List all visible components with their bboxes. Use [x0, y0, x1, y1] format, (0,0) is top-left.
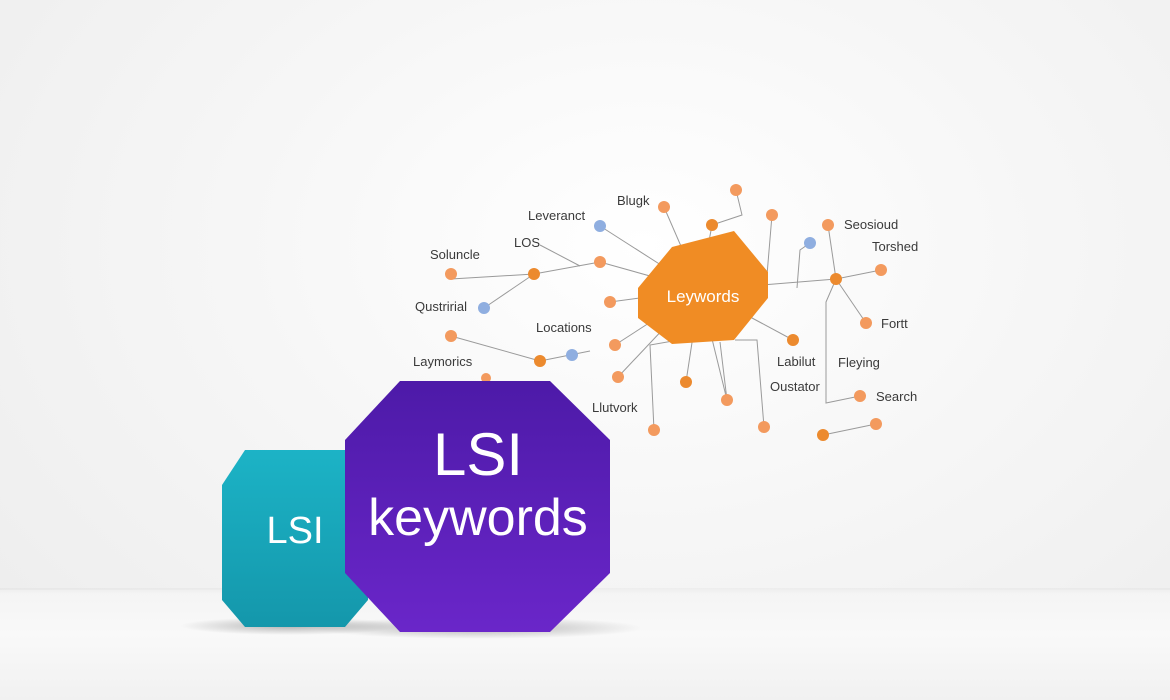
edge — [735, 339, 765, 428]
hub-shape — [638, 231, 768, 344]
network-node — [612, 371, 624, 383]
lsi-side-block: LSI — [222, 450, 368, 627]
network-node — [481, 373, 491, 383]
network-label: Labilut — [777, 354, 816, 369]
network-label: Torshed — [872, 239, 918, 254]
edge — [835, 278, 867, 324]
network-node — [854, 390, 866, 402]
network-node — [830, 273, 842, 285]
network-label: Seosioud — [844, 217, 898, 232]
floor — [0, 590, 1170, 700]
lsi-keywords-block: LSI keywords — [345, 381, 610, 632]
network-labels: Blugk Leveranct LOS Soluncle Qustririal … — [413, 193, 918, 415]
network-node — [817, 429, 829, 441]
teal-block-shape — [222, 450, 368, 627]
network-label: Llutvork — [592, 400, 638, 415]
network-node — [478, 302, 490, 314]
edge — [450, 335, 541, 362]
network-label: Leveranct — [528, 208, 585, 223]
network-node — [445, 268, 457, 280]
edge — [539, 350, 591, 362]
network-label: Fleying — [838, 355, 880, 370]
network-node — [680, 376, 692, 388]
edge — [825, 278, 861, 404]
edge — [450, 273, 535, 280]
network-label: Oustator — [770, 379, 821, 394]
keywords-hub: Leywords — [638, 231, 768, 344]
network-label: Qustririal — [415, 299, 467, 314]
network-label: Fortt — [881, 316, 908, 331]
network-node — [804, 237, 816, 249]
network-node — [534, 355, 546, 367]
network-node — [787, 334, 799, 346]
edge — [719, 341, 728, 401]
network-nodes — [445, 184, 887, 441]
network-node — [758, 421, 770, 433]
network-node — [766, 209, 778, 221]
edge — [835, 269, 882, 280]
network-label: Search — [876, 389, 917, 404]
network-node — [445, 330, 457, 342]
network-label: LOS — [514, 235, 540, 250]
front-block-title: LSI — [433, 421, 523, 488]
purple-block-shape — [345, 381, 610, 632]
network-node — [528, 268, 540, 280]
network-node — [658, 201, 670, 213]
network-label: Blugk — [617, 193, 650, 208]
network-node — [875, 264, 887, 276]
edge — [827, 224, 837, 280]
network-node — [609, 339, 621, 351]
network-node — [566, 349, 578, 361]
network-node — [860, 317, 872, 329]
side-block-label: LSI — [266, 510, 323, 552]
edge — [533, 261, 601, 275]
network-node — [648, 424, 660, 436]
network-node — [594, 256, 606, 268]
network-label: Locations — [536, 320, 592, 335]
network-node — [721, 394, 733, 406]
network-label: Laymorics — [413, 354, 473, 369]
front-block-subtitle: keywords — [368, 489, 588, 547]
edge — [483, 273, 535, 309]
network-node — [730, 184, 742, 196]
hub-label: Leywords — [667, 287, 740, 306]
edge — [711, 189, 743, 226]
network-node — [822, 219, 834, 231]
network-node — [604, 296, 616, 308]
network-node — [870, 418, 882, 430]
network-node — [594, 220, 606, 232]
edge — [822, 423, 877, 436]
network-label: Soluncle — [430, 247, 480, 262]
network-node — [706, 219, 718, 231]
edge — [539, 244, 581, 267]
